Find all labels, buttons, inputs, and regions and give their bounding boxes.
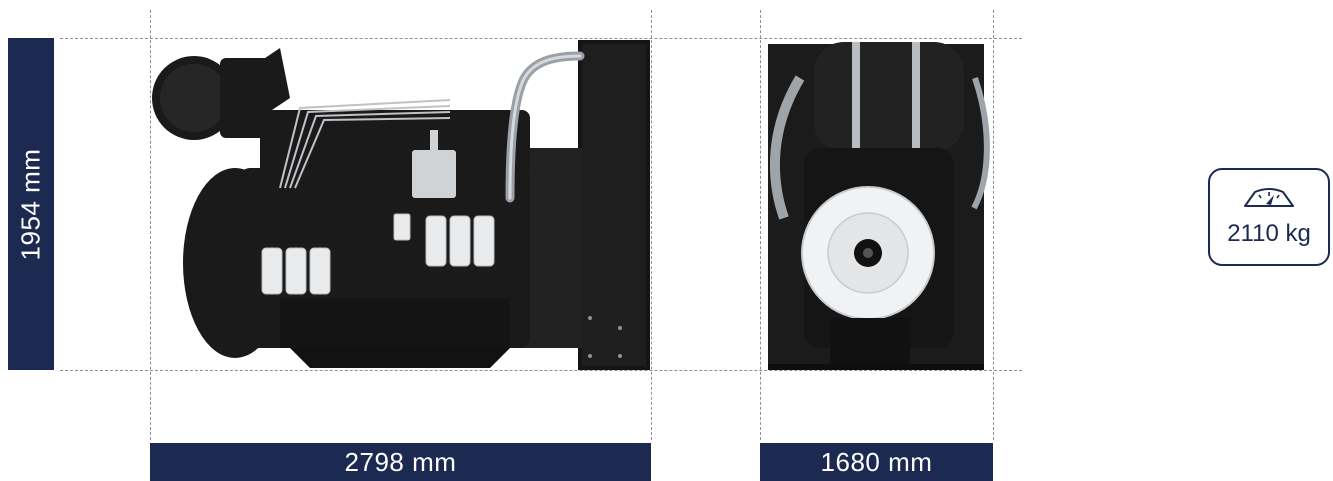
- guide-height-bottom: [60, 370, 1022, 371]
- weight-value: 2110 kg: [1227, 220, 1311, 247]
- guide-height-top: [60, 38, 1022, 39]
- scale-gauge-icon: [1244, 188, 1294, 207]
- height-dimension-label: 1954 mm: [15, 148, 46, 260]
- length-dimension-label: 2798 mm: [344, 446, 457, 477]
- length-dimension-bar: 2798 mm: [150, 443, 651, 481]
- height-dimension-bar: 1954 mm: [8, 38, 54, 370]
- guide-length-right: [651, 10, 652, 440]
- width-dimension-bar: 1680 mm: [760, 443, 993, 481]
- weight-badge: 2110 kg: [1208, 168, 1330, 266]
- width-dimension-label: 1680 mm: [820, 446, 933, 477]
- guide-width-left: [760, 10, 761, 440]
- engine-side-view: [152, 40, 650, 370]
- engine-front-view: [768, 42, 990, 370]
- guide-length-left: [150, 10, 151, 440]
- guide-width-right: [993, 10, 994, 440]
